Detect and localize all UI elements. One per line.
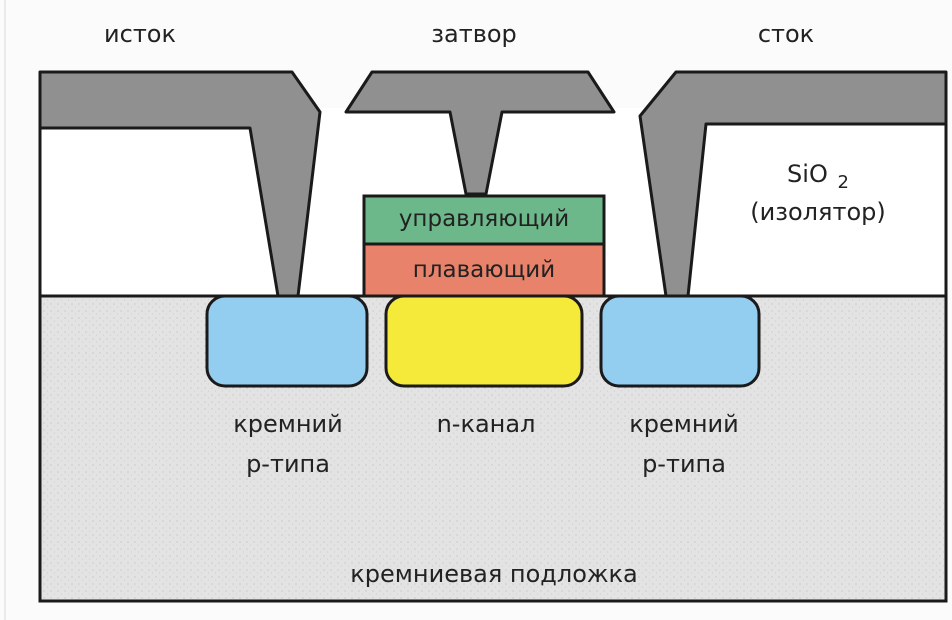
source-terminal-label: исток xyxy=(104,20,176,48)
drain-silicon-line-2: p-типа xyxy=(642,450,726,478)
floating-gate-label: плавающий xyxy=(412,257,556,283)
source-silicon-line-2: p-типа xyxy=(246,450,330,478)
control-gate-label: управляющий xyxy=(398,206,570,232)
substrate-label: кремниевая подложка xyxy=(350,560,638,588)
insulator-formula-main: SiO xyxy=(787,160,828,188)
drain-silicon-line-1: кремний xyxy=(629,410,739,438)
drain-p-region xyxy=(599,294,761,388)
source-silicon-label: кремний p-типа xyxy=(233,404,343,484)
insulator-description: (изолятор) xyxy=(750,198,886,226)
drain-silicon-label: кремний p-типа xyxy=(629,404,739,484)
gate-terminal-label: затвор xyxy=(431,20,517,48)
n-channel-region xyxy=(384,294,584,388)
control-gate-block xyxy=(362,194,606,246)
insulator-formula: SiO 2 xyxy=(787,160,849,192)
gate-metal-contact xyxy=(344,70,616,196)
drain-terminal-label: сток xyxy=(757,20,815,48)
source-p-region xyxy=(205,294,369,388)
channel-label: n-канал xyxy=(436,410,536,438)
source-silicon-line-1: кремний xyxy=(233,410,343,438)
insulator-formula-sub: 2 xyxy=(837,172,849,193)
floating-gate-block xyxy=(362,242,606,298)
drain-metal-contact xyxy=(638,70,948,298)
